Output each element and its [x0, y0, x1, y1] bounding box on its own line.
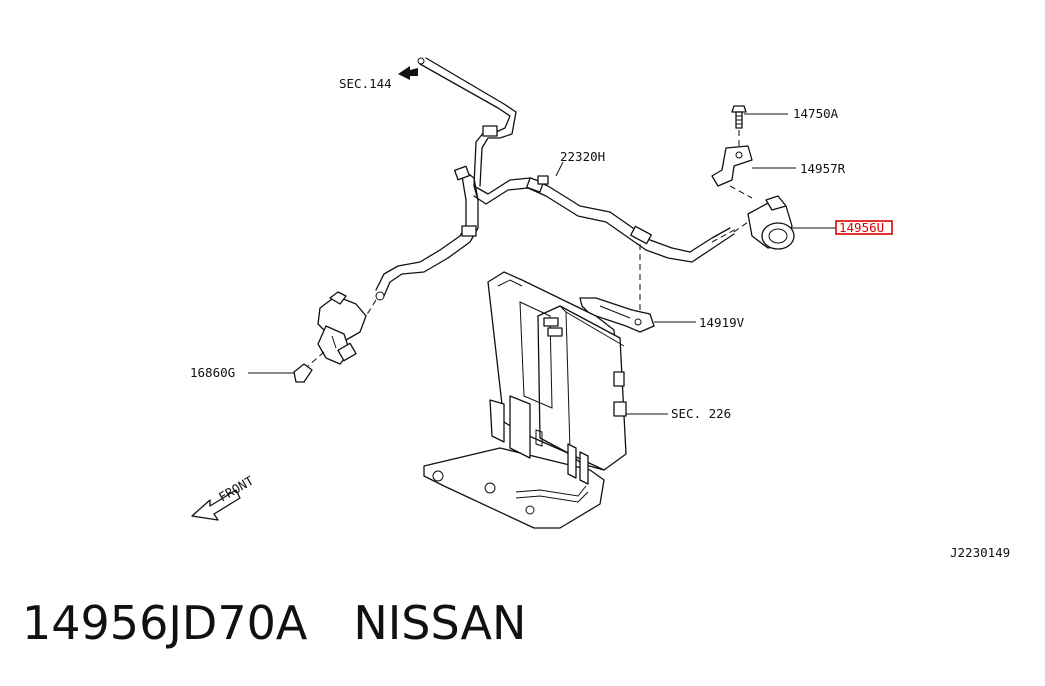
- pressure-sensor-14956u: [711, 195, 795, 250]
- part-number: 14956JD70A: [22, 596, 308, 650]
- label-14919v[interactable]: 14919V: [699, 315, 745, 330]
- brand-name: NISSAN: [353, 596, 527, 650]
- leader-lines: [248, 113, 836, 415]
- highlight-box-14956u: [835, 220, 893, 235]
- label-14750a[interactable]: 14750A: [793, 106, 839, 121]
- part-caption: 14956JD70A NISSAN: [22, 596, 526, 650]
- label-14956u[interactable]: 14956U: [839, 220, 884, 235]
- label-sec226[interactable]: SEC. 226: [671, 406, 731, 421]
- label-16860g[interactable]: 16860G: [190, 365, 235, 380]
- clip-14919v: [579, 244, 655, 333]
- label-22320h[interactable]: 22320H: [560, 149, 605, 164]
- diagram-id: J2230149: [950, 545, 1010, 560]
- label-sec144[interactable]: SEC.144: [339, 76, 392, 91]
- sec144-arrow: [398, 66, 418, 80]
- label-14957r[interactable]: 14957R: [800, 161, 846, 176]
- ecu-bracket-sec226: [423, 271, 627, 529]
- hose-assembly: [365, 57, 735, 317]
- purge-valve-16860g: [293, 291, 367, 383]
- bracket-14957r: [711, 105, 753, 199]
- front-arrow: [191, 489, 241, 521]
